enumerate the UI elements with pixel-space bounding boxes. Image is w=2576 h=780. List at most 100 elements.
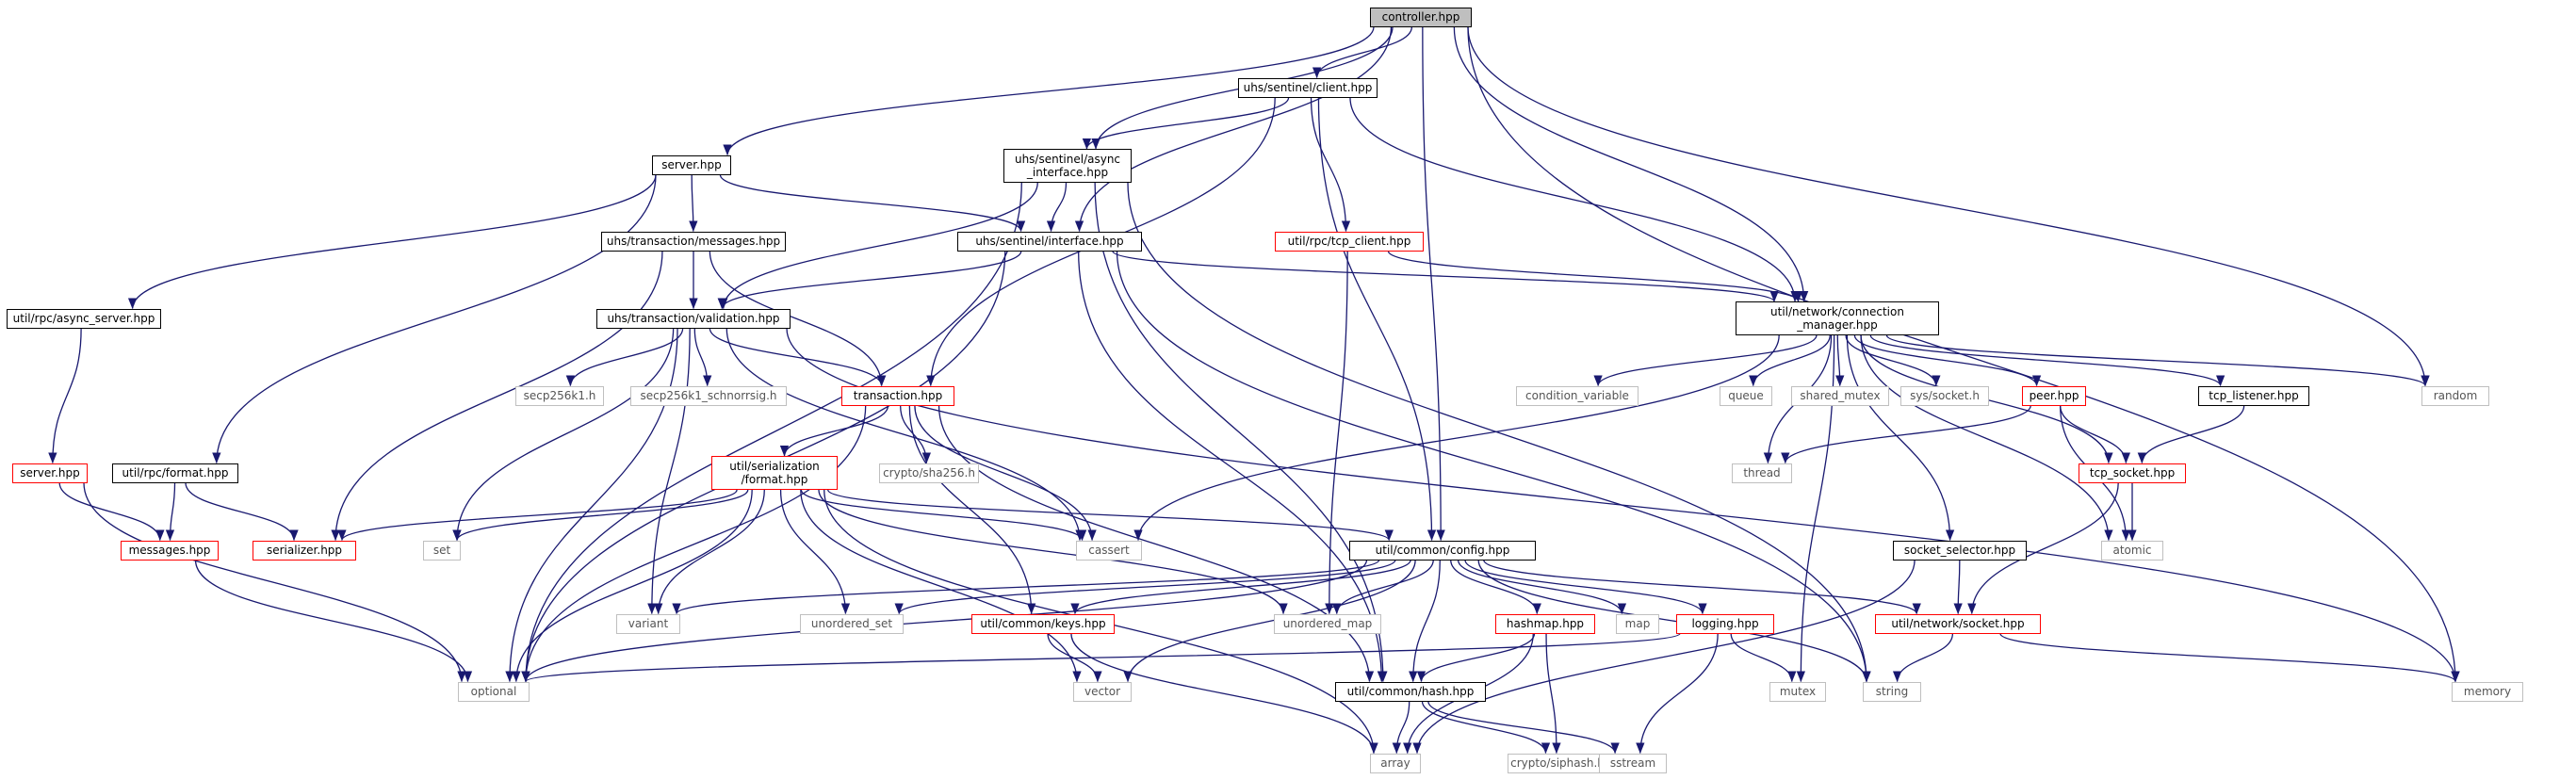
- edge-tx-messages-to-transaction: [709, 251, 887, 387]
- node-unordered-map: unordered_map: [1274, 613, 1381, 634]
- node-shared-mutex: shared_mutex: [1791, 385, 1889, 406]
- node-optional: optional: [458, 681, 530, 702]
- node-server[interactable]: server.hpp: [652, 154, 731, 175]
- edge-network-socket-to-string: [1892, 633, 1954, 683]
- node-async-server[interactable]: util/rpc/async_server.hpp: [7, 308, 161, 329]
- edge-tcp-client-to-unordered-map: [1325, 251, 1348, 615]
- edge-hash-to-array: [1392, 701, 1410, 755]
- node-hashmap[interactable]: hashmap.hpp: [1495, 613, 1595, 634]
- edge-server-hpp2-to-optional: [83, 482, 466, 683]
- edge-transaction-to-serialization-format: [779, 405, 889, 457]
- node-mutex: mutex: [1769, 681, 1826, 702]
- edge-conn-manager-to-socket-selector: [1846, 334, 1955, 542]
- node-memory: memory: [2452, 681, 2523, 702]
- edge-transaction-to-optional: [521, 405, 867, 683]
- edge-hash-to-crypto-siphash: [1421, 701, 1551, 755]
- edge-sentinel-iface-to-hash: [1077, 251, 1387, 683]
- node-secp-schnorr: secp256k1_schnorrsig.h: [630, 385, 787, 406]
- edge-async-server-to-server-hpp2: [48, 328, 82, 464]
- edge-conn-manager-to-condition-variable: [1593, 334, 1818, 387]
- edge-keys-to-vector: [1047, 633, 1102, 683]
- edge-server-to-sentinel-iface: [719, 174, 1026, 233]
- node-tx-messages[interactable]: uhs/transaction/messages.hpp: [601, 231, 786, 252]
- node-messages[interactable]: messages.hpp: [121, 540, 219, 561]
- node-vector: vector: [1073, 681, 1132, 702]
- edge-server-hpp2-to-messages: [58, 482, 165, 542]
- node-rpc-format[interactable]: util/rpc/format.hpp: [112, 463, 238, 483]
- node-controller: controller.hpp: [1370, 7, 1472, 27]
- edge-serialization-format-to-optional: [512, 489, 753, 683]
- edge-server-to-rpc-format: [212, 174, 657, 464]
- node-transaction[interactable]: transaction.hpp: [841, 385, 954, 406]
- edge-controller-to-sentinel-client: [1312, 26, 1413, 79]
- node-crypto-siphash: crypto/siphash.h: [1508, 753, 1607, 773]
- edge-config-to-logging: [1464, 560, 1707, 615]
- edge-peer-to-tcp-socket: [2059, 405, 2131, 464]
- node-serialization-format[interactable]: util/serialization /format.hpp: [711, 456, 838, 490]
- node-sentinel-client[interactable]: uhs/sentinel/client.hpp: [1238, 77, 1378, 98]
- node-async-iface[interactable]: uhs/sentinel/async _interface.hpp: [1003, 149, 1132, 183]
- edge-network-socket-to-memory: [1999, 632, 2460, 683]
- edge-logging-to-sstream: [1636, 633, 1719, 755]
- node-peer[interactable]: peer.hpp: [2022, 385, 2086, 406]
- edge-rpc-format-to-serializer: [185, 482, 299, 542]
- edge-serialization-format-to-unordered-set: [779, 489, 851, 615]
- edge-serialization-format-to-config: [827, 489, 1394, 542]
- edge-messages-to-optional: [194, 560, 473, 683]
- edge-tcp-socket-to-network-socket: [1967, 482, 2119, 615]
- edge-socket-selector-to-network-socket: [1953, 560, 1963, 615]
- node-logging[interactable]: logging.hpp: [1676, 613, 1774, 634]
- edge-tx-validation-to-transaction: [709, 328, 887, 387]
- node-random: random: [2421, 385, 2489, 406]
- edge-controller-to-config: [1422, 26, 1445, 542]
- edge-sentinel-client-to-conn-manager: [1349, 97, 1800, 302]
- node-secp256k1: secp256k1.h: [515, 385, 604, 406]
- edge-tx-validation-to-set: [452, 328, 675, 542]
- node-tcp-socket[interactable]: tcp_socket.hpp: [2079, 463, 2186, 483]
- node-socket-selector[interactable]: socket_selector.hpp: [1893, 540, 2027, 561]
- node-map: map: [1616, 613, 1659, 634]
- edge-conn-manager-to-random: [1885, 334, 2430, 387]
- edge-tx-messages-to-serializer: [331, 251, 663, 542]
- edge-sentinel-iface-to-string: [1116, 251, 1871, 683]
- node-condition-variable: condition_variable: [1516, 385, 1639, 406]
- node-conn-manager[interactable]: util/network/connection _manager.hpp: [1736, 301, 1939, 335]
- node-serializer[interactable]: serializer.hpp: [253, 540, 356, 561]
- edge-sentinel-iface-to-conn-manager: [1112, 250, 1779, 302]
- edge-transaction-to-keys: [908, 405, 1036, 615]
- edge-logging-to-optional: [521, 632, 1681, 683]
- edge-async-iface-to-hash: [1094, 182, 1388, 683]
- edge-config-to-string: [1477, 560, 1871, 683]
- edge-config-to-network-socket: [1483, 560, 1921, 615]
- edge-serialization-format-to-set: [452, 489, 749, 542]
- node-tx-validation[interactable]: uhs/transaction/validation.hpp: [596, 308, 791, 329]
- node-keys[interactable]: util/common/keys.hpp: [971, 613, 1115, 634]
- node-config[interactable]: util/common/config.hpp: [1349, 540, 1536, 561]
- edge-conn-manager-to-tcp-listener: [1869, 334, 2225, 387]
- node-server-hpp2[interactable]: server.hpp: [12, 463, 88, 483]
- node-tcp-listener[interactable]: tcp_listener.hpp: [2198, 385, 2309, 406]
- node-hash[interactable]: util/common/hash.hpp: [1335, 681, 1486, 702]
- edge-conn-manager-to-queue: [1749, 334, 1831, 387]
- edge-tx-validation-to-secp-schnorr: [693, 328, 712, 387]
- edge-config-to-keys: [1070, 560, 1411, 615]
- node-sentinel-iface[interactable]: uhs/sentinel/interface.hpp: [957, 231, 1142, 252]
- node-variant: variant: [616, 613, 680, 634]
- edge-tx-validation-to-cassert: [726, 328, 1084, 542]
- edge-config-to-unordered-set: [894, 560, 1396, 615]
- node-tcp-client[interactable]: util/rpc/tcp_client.hpp: [1275, 231, 1424, 252]
- edge-logging-to-mutex: [1730, 633, 1797, 683]
- edge-serialization-format-to-unordered-map: [818, 489, 1288, 615]
- edge-config-to-map: [1457, 560, 1627, 615]
- edge-config-to-vector: [1123, 560, 1416, 683]
- edge-async-iface-to-tx-validation: [719, 182, 1038, 310]
- node-string: string: [1863, 681, 1921, 702]
- edge-controller-to-conn-manager: [1453, 26, 1809, 302]
- node-network-socket[interactable]: util/network/socket.hpp: [1875, 613, 2041, 634]
- edge-config-to-optional: [521, 560, 1368, 683]
- edge-tx-validation-to-variant: [647, 328, 691, 615]
- node-unordered-set: unordered_set: [800, 613, 904, 634]
- node-crypto-sha256: crypto/sha256.h: [879, 463, 979, 483]
- edge-conn-manager-to-atomic: [1860, 334, 2113, 542]
